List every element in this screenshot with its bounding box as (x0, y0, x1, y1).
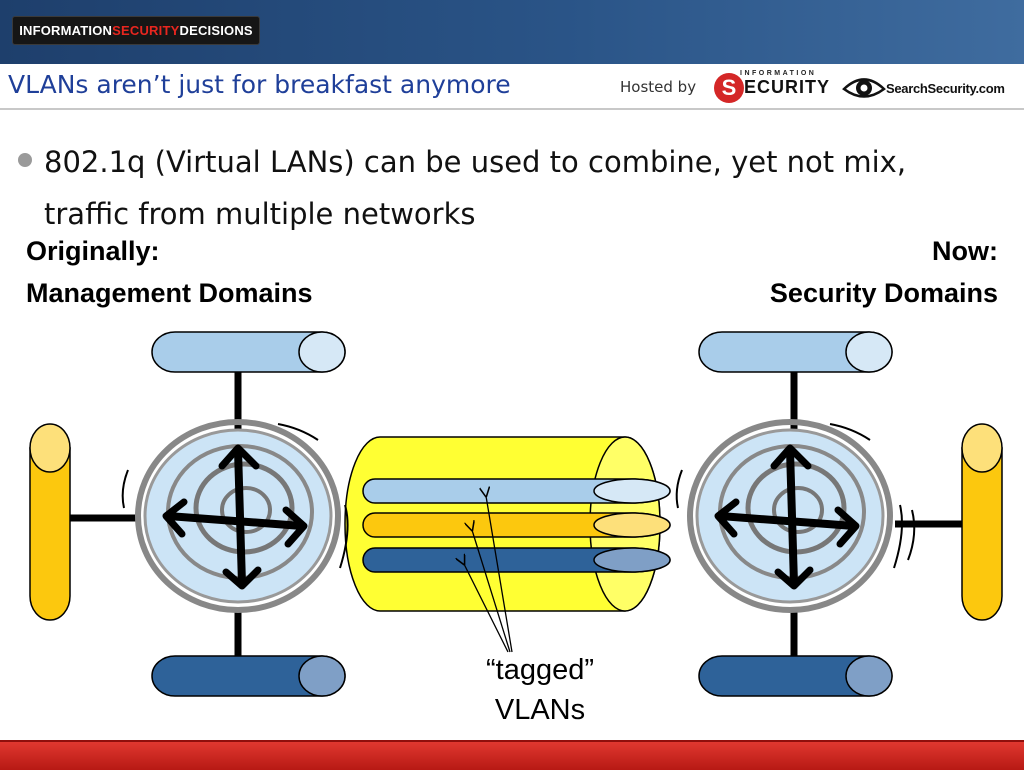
bullet-text: 802.1q (Virtual LANs) can be used to com… (44, 145, 907, 231)
right-network-side (961, 423, 1003, 621)
tagged-label-line1: “tagged” (485, 654, 594, 686)
tagged-vlans-label: “tagged” VLANs (450, 650, 630, 730)
sec-logo-s-badge: S (714, 73, 744, 103)
left-network-bottom (151, 655, 346, 697)
left-network-top (151, 331, 346, 373)
brand-logo: INFORMATION SECURITY DECISIONS (12, 16, 260, 45)
slide-title: VLANs aren’t just for breakfast anymore (8, 70, 511, 99)
vlan-dark-blue (362, 547, 671, 573)
tagged-vlan-pointers (464, 496, 513, 653)
sec-logo-top-text: INFORMATION (740, 70, 817, 77)
right-network-top (698, 331, 893, 373)
brand-part-information: INFORMATION (19, 23, 113, 38)
header-band: INFORMATION SECURITY DECISIONS (0, 0, 1024, 64)
searchsecurity-logo: SearchSecurity.com (842, 72, 1018, 104)
now-heading: Now: (932, 236, 998, 266)
left-network-side (29, 423, 71, 621)
brand-part-decisions: DECISIONS (179, 23, 253, 38)
footer-band (0, 740, 1024, 770)
vlan-yellow (362, 512, 671, 538)
eye-icon (842, 78, 886, 98)
right-switch-icon (675, 419, 916, 613)
title-bar: VLANs aren’t just for breakfast anymore … (0, 64, 1024, 110)
sec-logo-word: ECURITY (744, 77, 831, 97)
security-domains-label: Security Domains (769, 278, 998, 308)
originally-heading: Originally: (26, 236, 160, 266)
searchsecurity-text: SearchSecurity.com (886, 81, 1005, 96)
vlan-light-blue (362, 478, 671, 504)
left-switch-icon (121, 419, 349, 613)
right-network-bottom (698, 655, 893, 697)
information-security-logo: INFORMATION S ECURITY (714, 70, 829, 104)
tagged-label-line2: VLANs (494, 694, 586, 726)
hosted-by-label: Hosted by (620, 78, 697, 96)
now-label: Now: Security Domains (770, 230, 998, 314)
brand-part-security: SECURITY (112, 23, 180, 38)
management-domains-label: Management Domains (26, 278, 313, 308)
originally-label: Originally: Management Domains (26, 230, 313, 314)
bullet-icon (18, 153, 32, 167)
